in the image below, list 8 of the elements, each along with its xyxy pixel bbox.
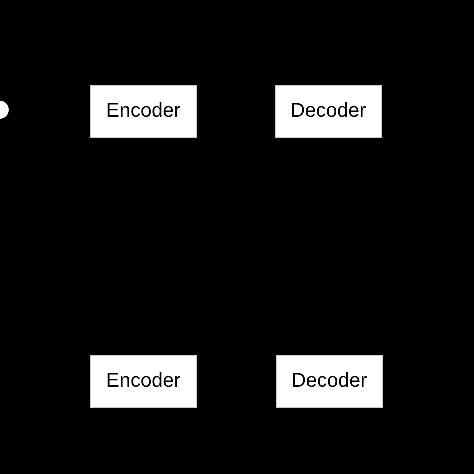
node-label: Encoder — [106, 370, 181, 393]
node-label: Decoder — [292, 370, 368, 393]
process-box — [275, 85, 382, 138]
node-label: Encoder — [106, 100, 181, 123]
process-box — [90, 85, 197, 138]
node-label: Decoder — [290, 100, 366, 123]
process-box — [90, 355, 197, 408]
process-box — [276, 355, 383, 408]
